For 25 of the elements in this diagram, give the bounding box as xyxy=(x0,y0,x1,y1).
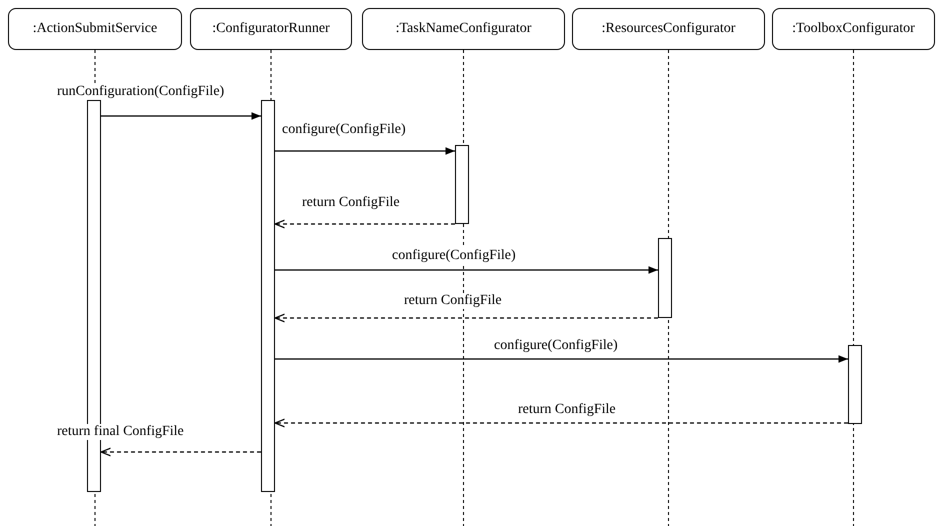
participant-box: :ConfiguratorRunner xyxy=(190,8,352,50)
return-arrow xyxy=(274,220,455,228)
activation-bar xyxy=(261,100,275,492)
message-arrow xyxy=(275,147,455,155)
message-label: configure(ConfigFile) xyxy=(280,122,408,138)
participant-box: :ActionSubmitService xyxy=(8,8,182,50)
message-label: configure(ConfigFile) xyxy=(492,338,620,354)
return-arrow xyxy=(100,448,261,456)
message-label: runConfiguration(ConfigFile) xyxy=(55,84,226,100)
message-label: return final ConfigFile xyxy=(55,424,186,440)
message-label: return ConfigFile xyxy=(402,293,504,309)
participant-box: :TaskNameConfigurator xyxy=(362,8,565,50)
participant-box: :ToolboxConfigurator xyxy=(772,8,935,50)
message-label: return ConfigFile xyxy=(300,195,402,211)
activation-bar xyxy=(848,345,862,424)
message-arrow xyxy=(275,355,848,363)
message-arrow xyxy=(101,112,261,120)
activation-bar xyxy=(455,145,469,224)
return-arrow xyxy=(274,418,848,428)
return-arrow xyxy=(274,314,658,322)
message-arrow xyxy=(275,266,658,274)
participant-box: :ResourcesConfigurator xyxy=(572,8,765,50)
message-label: return ConfigFile xyxy=(516,402,618,418)
activation-bar xyxy=(658,238,672,318)
message-label: configure(ConfigFile) xyxy=(390,248,518,264)
